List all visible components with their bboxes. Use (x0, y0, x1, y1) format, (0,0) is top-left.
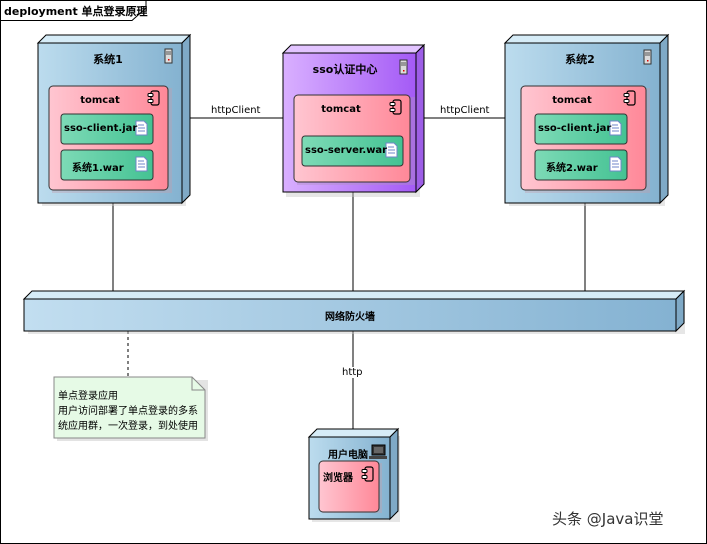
note-single-sign-on[interactable] (53, 376, 208, 441)
artifact-label: sso-client.jar (538, 123, 612, 134)
connector-label-httpclient: httpClient (211, 105, 261, 116)
node-firewall-label: 网络防火墙 (325, 312, 375, 323)
artifact-label: 系统1.war (72, 163, 124, 174)
artifact-label: sso-server.war (305, 145, 388, 156)
container-tomcat-label: tomcat (321, 104, 361, 115)
watermark: 头条 @Java识堂 (552, 510, 664, 528)
note-line: 统应用群，一次登录，到处使用 (58, 421, 198, 432)
note-line: 单点登录应用 (58, 391, 118, 402)
artifact-label: sso-client.jar (64, 123, 138, 134)
connector-label-http: http (342, 367, 363, 378)
node-user-pc[interactable] (307, 427, 400, 522)
container-tomcat-label: tomcat (552, 95, 592, 106)
node-system1-label: 系统1 (93, 53, 123, 66)
computer-icon (369, 444, 387, 459)
node-system1[interactable] (36, 33, 192, 206)
container-tomcat-label: tomcat (80, 95, 120, 106)
connector-label-httpclient: httpClient (440, 105, 490, 116)
node-firewall[interactable] (22, 289, 686, 334)
frame-title-tab (0, 0, 147, 21)
note-text: 单点登录应用 用户访问部署了单点登录的多系 统应用群，一次登录，到处使用 (58, 389, 198, 434)
artifact-label: 系统2.war (546, 163, 598, 174)
diagram-title: deployment 单点登录原理 (4, 5, 148, 18)
node-system2[interactable] (503, 33, 670, 206)
note-line: 用户访问部署了单点登录的多系 (58, 406, 198, 417)
node-sso-center[interactable] (281, 43, 426, 197)
node-user-pc-label: 用户电脑 (328, 450, 368, 461)
node-sso-center-label: sso认证中心 (312, 63, 378, 76)
node-system2-label: 系统2 (565, 53, 595, 66)
component-browser-label: 浏览器 (323, 473, 353, 484)
